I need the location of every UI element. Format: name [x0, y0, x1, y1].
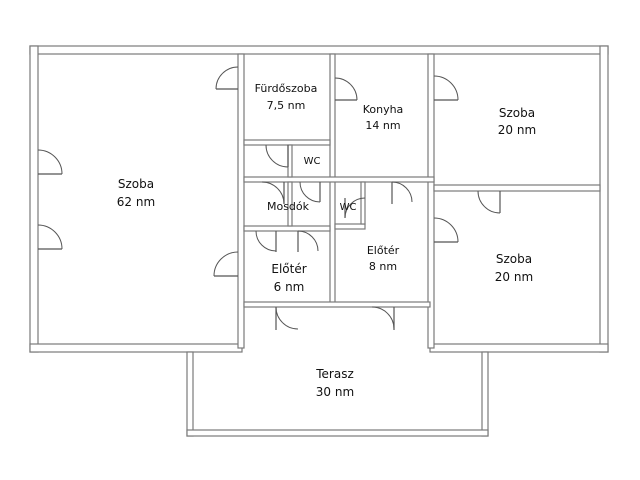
room-name-szoba-ne: Szoba [499, 106, 535, 120]
room-area-eloter-2: 8 nm [369, 260, 397, 273]
room-name-eloter-2: Előtér [367, 244, 400, 257]
room-labels: Szoba 62 nm Fürdőszoba 7,5 nm Konyha 14 … [117, 82, 536, 399]
room-area-szoba-se: 20 nm [495, 270, 533, 284]
room-area-eloter-1: 6 nm [274, 280, 305, 294]
room-name-eloter-1: Előtér [271, 262, 306, 276]
room-name-wc-2: WC [340, 202, 357, 213]
room-area-terasz: 30 nm [316, 385, 354, 399]
room-name-szoba-se: Szoba [496, 252, 532, 266]
room-name-mosdok: Mosdók [267, 200, 310, 213]
interior-walls [237, 53, 601, 349]
room-name-szoba-big: Szoba [118, 177, 154, 191]
room-area-konyha: 14 nm [365, 119, 400, 132]
room-name-wc-1: WC [304, 156, 321, 167]
room-name-furdoszoba: Fürdőszoba [255, 82, 318, 95]
room-area-furdoszoba: 7,5 nm [267, 99, 306, 112]
room-name-terasz: Terasz [315, 367, 354, 381]
doors [37, 66, 501, 330]
outer-walls [29, 45, 609, 437]
room-area-szoba-ne: 20 nm [498, 123, 536, 137]
room-name-konyha: Konyha [363, 103, 404, 116]
room-area-szoba-big: 62 nm [117, 195, 155, 209]
